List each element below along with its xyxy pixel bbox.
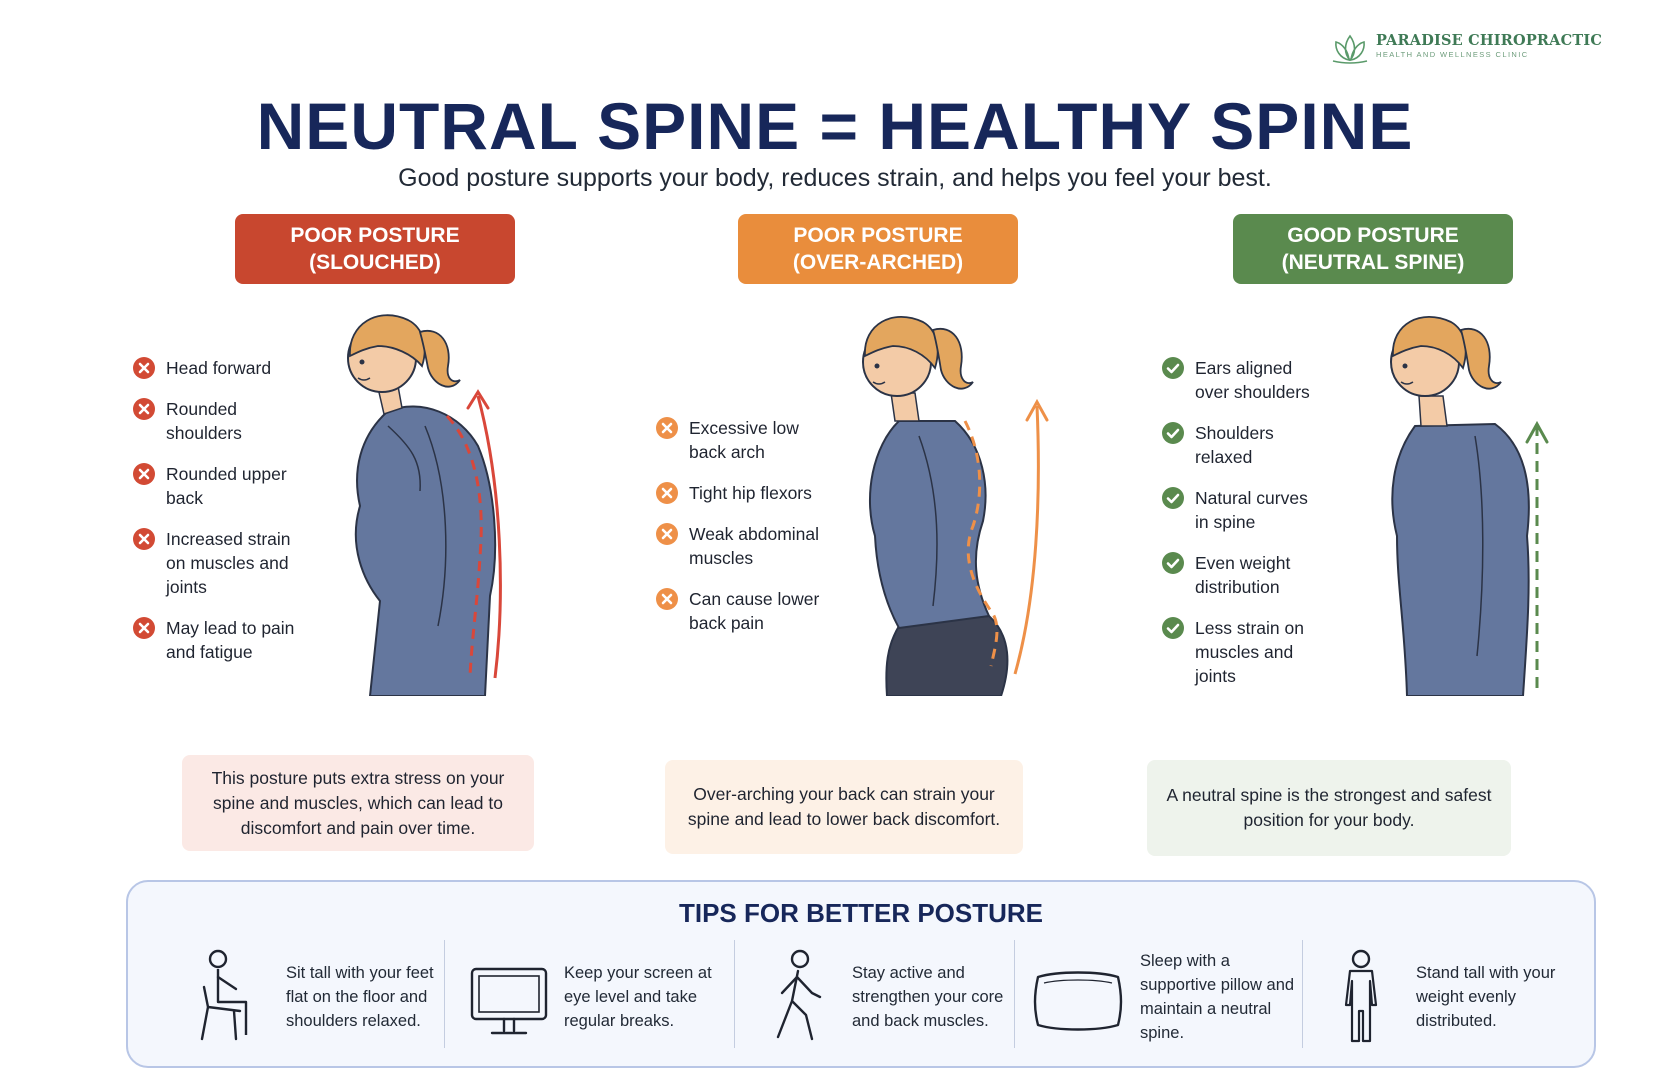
check-circle-icon [1162, 487, 1184, 509]
posture-caption-slouched: This posture puts extra stress on your s… [182, 755, 534, 851]
tips-title: TIPS FOR BETTER POSTURE [678, 898, 1044, 928]
posture-point-text: Natural curves in spine [1195, 488, 1308, 532]
posture-column-slouched: POOR POSTURE (SLOUCHED) Head forward Rou… [120, 210, 640, 851]
posture-caption-neutral: A neutral spine is the strongest and saf… [1147, 760, 1511, 856]
tip-item: Stay active and strengthen your core and… [754, 942, 1022, 1052]
x-circle-icon [656, 417, 678, 439]
x-circle-icon [133, 528, 155, 550]
posture-point: Shoulders relaxed [1161, 421, 1326, 469]
tip-item: Sleep with a supportive pillow and maint… [1028, 942, 1310, 1052]
tip-text: Sit tall with your feet flat on the floo… [286, 964, 434, 1030]
page-subtitle: Good posture supports your body, reduces… [398, 164, 1272, 192]
posture-point: Ears aligned over shoulders [1161, 356, 1326, 404]
tip-text: Sleep with a supportive pillow and maint… [1140, 952, 1295, 1042]
posture-point-text: Weak abdominal muscles [689, 524, 820, 568]
posture-point-text: Can cause lower back pain [689, 589, 820, 633]
badge-line-1: POOR POSTURE [290, 224, 460, 247]
posture-point-text: Rounded upper back [166, 464, 287, 508]
tip-text: Stay active and strengthen your core and… [852, 964, 1004, 1030]
posture-points-list: Excessive low back arch Tight hip flexor… [655, 416, 820, 652]
brand-tagline: HEALTH AND WELLNESS CLINIC [1376, 50, 1529, 59]
badge-line-2: (NEUTRAL SPINE) [1281, 251, 1465, 274]
posture-point-text: Head forward [166, 358, 272, 378]
badge-line-1: GOOD POSTURE [1287, 224, 1459, 247]
slouched-woman-illustration [347, 314, 502, 696]
posture-point-text: Tight hip flexors [689, 483, 812, 503]
page-title: NEUTRAL SPINE = HEALTHY SPINE [256, 89, 1414, 163]
tip-item: Stand tall with your weight evenly distr… [1318, 942, 1586, 1052]
posture-point: Weak abdominal muscles [655, 522, 820, 570]
posture-point: Less strain on muscles and joints [1161, 616, 1326, 688]
tip-item: Sit tall with your feet flat on the floo… [188, 942, 456, 1052]
posture-point-text: Increased strain on muscles and joints [166, 529, 291, 597]
brand-logo: PARADISE CHIROPRACTIC HEALTH AND WELLNES… [1330, 32, 1602, 64]
posture-point-text: Ears aligned over shoulders [1195, 358, 1310, 402]
x-circle-icon [133, 463, 155, 485]
walking-person-icon [776, 949, 822, 1041]
posture-point: Can cause lower back pain [655, 587, 820, 635]
tip-text: Stand tall with your weight evenly distr… [1416, 964, 1556, 1030]
tip-divider [734, 940, 735, 1048]
posture-point-text: Even weight distribution [1195, 553, 1291, 597]
posture-caption-over-arched: Over-arching your back can strain your s… [665, 760, 1023, 854]
posture-point-text: May lead to pain and fatigue [166, 618, 295, 662]
posture-badge-slouched: POOR POSTURE (SLOUCHED) [235, 214, 515, 284]
tip-item: Keep your screen at eye level and take r… [466, 942, 734, 1052]
badge-line-2: (OVER-ARCHED) [792, 251, 964, 274]
posture-point-text: Less strain on muscles and joints [1195, 618, 1304, 686]
lotus-icon [1332, 34, 1368, 64]
brand-name: PARADISE CHIROPRACTIC [1376, 32, 1603, 49]
x-circle-icon [656, 482, 678, 504]
posture-point-text: Rounded shoulders [166, 399, 242, 443]
posture-points-list: Head forward Rounded shoulders Rounded u… [132, 356, 297, 681]
posture-point: Rounded shoulders [132, 397, 297, 445]
posture-point-text: Excessive low back arch [689, 418, 799, 462]
posture-point: Head forward [132, 356, 297, 380]
tip-divider [444, 940, 445, 1048]
check-circle-icon [1162, 552, 1184, 574]
posture-column-neutral: GOOD POSTURE (NEUTRAL SPINE) Ears aligne… [1135, 210, 1655, 856]
sitting-person-icon [200, 949, 248, 1041]
standing-person-icon [1344, 949, 1378, 1043]
over-arched-woman-illustration [862, 316, 1049, 696]
posture-point: Tight hip flexors [655, 481, 820, 505]
neutral-woman-illustration [1390, 316, 1549, 696]
posture-badge-over-arched: POOR POSTURE (OVER-ARCHED) [738, 214, 1018, 284]
tip-text: Keep your screen at eye level and take r… [564, 964, 712, 1030]
x-circle-icon [133, 357, 155, 379]
tip-divider [1014, 940, 1015, 1048]
posture-points-list: Ears aligned over shoulders Shoulders re… [1161, 356, 1326, 705]
pillow-icon [1033, 971, 1123, 1031]
x-circle-icon [133, 617, 155, 639]
check-circle-icon [1162, 617, 1184, 639]
posture-point: Rounded upper back [132, 462, 297, 510]
x-circle-icon [656, 523, 678, 545]
badge-line-1: POOR POSTURE [793, 224, 963, 247]
posture-column-over-arched: POOR POSTURE (OVER-ARCHED) Excessive low… [625, 210, 1145, 854]
posture-badge-neutral: GOOD POSTURE (NEUTRAL SPINE) [1233, 214, 1513, 284]
check-circle-icon [1162, 357, 1184, 379]
badge-line-2: (SLOUCHED) [309, 251, 441, 274]
monitor-icon [470, 967, 548, 1035]
tip-divider [1302, 940, 1303, 1048]
x-circle-icon [656, 588, 678, 610]
posture-point: Excessive low back arch [655, 416, 820, 464]
posture-point: Increased strain on muscles and joints [132, 527, 297, 599]
posture-point-text: Shoulders relaxed [1195, 423, 1274, 467]
x-circle-icon [133, 398, 155, 420]
posture-point: May lead to pain and fatigue [132, 616, 297, 664]
check-circle-icon [1162, 422, 1184, 444]
posture-point: Even weight distribution [1161, 551, 1326, 599]
tips-panel: TIPS FOR BETTER POSTURE Sit tall with yo… [126, 880, 1596, 1068]
posture-point: Natural curves in spine [1161, 486, 1326, 534]
